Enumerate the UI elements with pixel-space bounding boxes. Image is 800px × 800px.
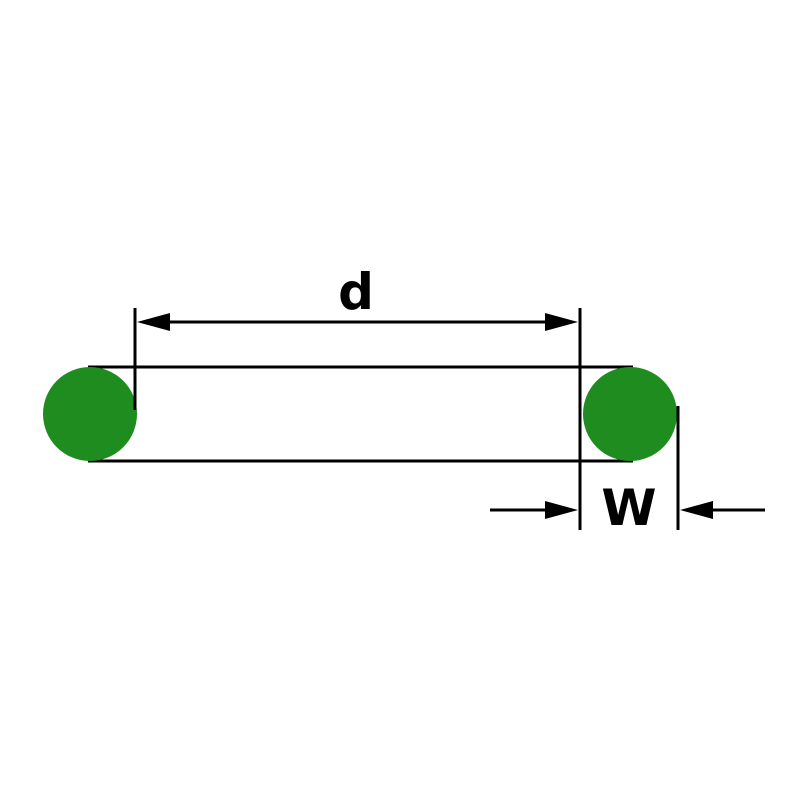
width-label: W (601, 479, 656, 537)
diameter-label: d (338, 263, 374, 321)
diameter-arrowhead-left-icon (137, 313, 170, 331)
left-cross-section-circle (43, 367, 137, 461)
right-cross-section-circle (583, 367, 677, 461)
width-arrowhead-left-icon (545, 501, 578, 519)
width-arrowhead-right-icon (680, 501, 713, 519)
diameter-arrowhead-right-icon (545, 313, 578, 331)
